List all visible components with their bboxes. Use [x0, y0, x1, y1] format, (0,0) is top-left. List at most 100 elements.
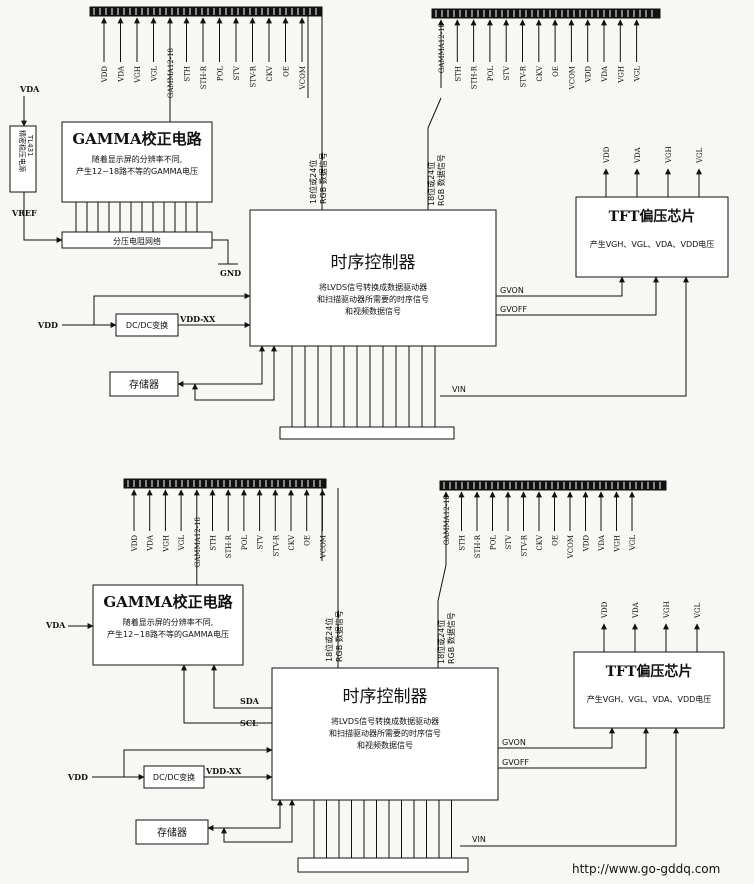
top-bus-left-l1: 18位或24位	[308, 160, 318, 204]
top-rpin-label-vcom: VCOM	[568, 66, 576, 90]
bottom-gvon-label: GVON	[502, 738, 526, 747]
top-rpin-label-oe: OE	[552, 66, 560, 77]
top-gvoff-line	[496, 276, 659, 316]
bottom-tft-bias-box	[573, 651, 725, 729]
top-vin-line	[440, 276, 689, 397]
top-tft-bias-title: TFT偏压芯片	[609, 208, 696, 225]
bottom-dcdc-box	[143, 765, 205, 789]
top-pin-label-ckv: CKV	[266, 65, 274, 82]
bottom-rpin-label-stv: STV	[505, 534, 513, 549]
bottom-rpin-label-sth-r: STH-R	[474, 534, 482, 558]
top-rpin-label-vgl: VGL	[634, 66, 642, 83]
bottom-pin-label-vcom: VCOM	[319, 535, 327, 559]
bottom-vin-line	[460, 727, 679, 847]
top-regulator-label2: TL431	[26, 134, 34, 157]
bottom-gamma-desc1: 随着显示屏的分辨率不同,	[123, 617, 214, 627]
bottom-pin-label-ckv: CKV	[288, 534, 296, 551]
top-pin-label-vda: VDA	[118, 65, 126, 83]
bottom-vda-label: VDA	[45, 620, 66, 630]
top-gamma-desc1: 随着显示屏的分辨率不同,	[92, 154, 183, 164]
top-gamma-desc2: 产生12~18路不等的GAMMA电压	[76, 166, 198, 176]
wires	[21, 16, 702, 858]
top-gnd-label: GND	[220, 268, 241, 278]
top-tft-out-label-vgh: VGH	[665, 146, 673, 164]
bottom-gvon-line	[498, 727, 615, 749]
top-bus-right-l2: RGB 数据信号	[436, 154, 446, 206]
top-dcdc-label: DC/DC变换	[126, 320, 168, 330]
top-pin-label-gamma12-18: GAMMA12-18	[167, 48, 175, 98]
top-left-connector-bar	[89, 6, 323, 17]
bottom-pin-label-vgl: VGL	[178, 535, 186, 552]
bottom-rpin-label-stv-r: STV-R	[521, 534, 529, 556]
bottom-tft-bias-title: TFT偏压芯片	[606, 663, 693, 680]
bottom-bus-right-l2: RGB 数据信号	[446, 612, 456, 664]
bottom-tft-out-label-vgl: VGL	[694, 602, 702, 619]
bottom-gvoff-line	[498, 727, 649, 769]
top-gnd-line	[212, 239, 229, 264]
bottom-rpin-label-ckv: CKV	[536, 534, 544, 551]
bottom-rpin-label-vgl: VGL	[629, 535, 637, 552]
top-pin-label-vgl: VGL	[151, 66, 159, 83]
top-memory-wire-0	[177, 345, 265, 387]
top-rpin-label-pol: POL	[487, 66, 495, 81]
top-regulator-label1: 精密稳压电源	[18, 130, 27, 172]
top-rpin-label-ckv: CKV	[536, 65, 544, 82]
watermark: http://www.go-gddq.com	[572, 862, 720, 876]
bottom-rpin-label-vgh: VGH	[614, 535, 622, 553]
top-rgb-bus-right	[427, 97, 442, 210]
top-gvon-line	[496, 276, 625, 297]
bottom-tft-out-label-vgh: VGH	[663, 601, 671, 619]
bottom-timing-controller-desc2: 和扫描驱动器所需要的时序信号	[329, 728, 441, 738]
bottom-gamma-desc2: 产生12~18路不等的GAMMA电压	[107, 629, 229, 639]
bottom-rpin-label-sth: STH	[459, 535, 467, 551]
bottom-sda-line	[211, 664, 272, 709]
top-pin-label-sth-r: STH-R	[200, 65, 208, 89]
top-right-connector-bar	[431, 8, 661, 19]
bottom-rpin-label-vcom: VCOM	[567, 535, 575, 559]
bottom-rpin-label-vda: VDA	[598, 534, 606, 552]
top-gvon-label: GVON	[500, 286, 524, 295]
top-pin-label-stv-r: STV-R	[250, 65, 258, 87]
bottom-timing-controller-title: 时序控制器	[343, 687, 428, 707]
top-rpin-label-gamma12-18: GAMMA12-18	[438, 23, 446, 73]
bottom-bus-left-l2: RGB 数据信号	[334, 610, 344, 662]
bottom-rpin-label-vdd: VDD	[583, 535, 591, 553]
bottom-tft-out-label-vdd: VDD	[601, 601, 609, 619]
top-rpin-label-vdd: VDD	[585, 66, 593, 84]
top-tft-out-label-vdd: VDD	[603, 146, 611, 164]
bottom-memory-wire-0	[207, 799, 283, 831]
bottom-pin-label-sth: STH	[210, 535, 218, 551]
bottom-vdd-branch	[123, 747, 273, 777]
top-pin-label-oe: OE	[283, 66, 291, 77]
top-lvds-connector	[279, 426, 455, 440]
bottom-memory-wire-1	[221, 799, 295, 843]
bottom-right-connector-bar	[439, 480, 667, 491]
top-pin-label-sth: STH	[184, 66, 192, 82]
bottom-pin-label-stv: STV	[257, 534, 265, 549]
top-divider-box	[61, 231, 213, 249]
top-gamma-title: GAMMA校正电路	[72, 130, 202, 148]
bottom-timing-controller-desc3: 和视频数据信号	[357, 740, 413, 750]
top-memory-wire-1	[192, 345, 277, 401]
bottom-rpin-label-gamma12-18: GAMMA12-18	[443, 495, 451, 545]
bottom-pin-label-pol: POL	[241, 535, 249, 550]
bottom-sda-label: SDA	[240, 696, 260, 706]
top-gamma-box	[61, 121, 213, 203]
top-rpin-label-sth-r: STH-R	[471, 65, 479, 89]
top-regulator-box	[9, 125, 37, 193]
top-dcdc-box	[115, 313, 179, 337]
top-timing-controller-title: 时序控制器	[331, 253, 416, 273]
bottom-bus-left-l1: 18位或24位	[324, 618, 334, 662]
bottom-pin-label-gamma12-18: GAMMA12-18	[194, 517, 202, 567]
top-vddxx-label: VDD-XX	[179, 314, 216, 324]
top-vda-label: VDA	[19, 84, 40, 94]
top-rpin-label-stv: STV	[503, 65, 511, 80]
bottom-gamma-title: GAMMA校正电路	[103, 593, 233, 611]
bottom-tft-bias-desc: 产生VGH、VGL、VDA、VDD电压	[587, 694, 712, 704]
top-tft-bias-desc: 产生VGH、VGL、VDA、VDD电压	[590, 239, 715, 249]
bottom-scl-label: SCL	[240, 718, 258, 728]
bottom-rgb-bus-right	[437, 564, 447, 668]
top-rpin-label-stv-r: STV-R	[520, 65, 528, 87]
bottom-pin-label-stv-r: STV-R	[272, 534, 280, 556]
